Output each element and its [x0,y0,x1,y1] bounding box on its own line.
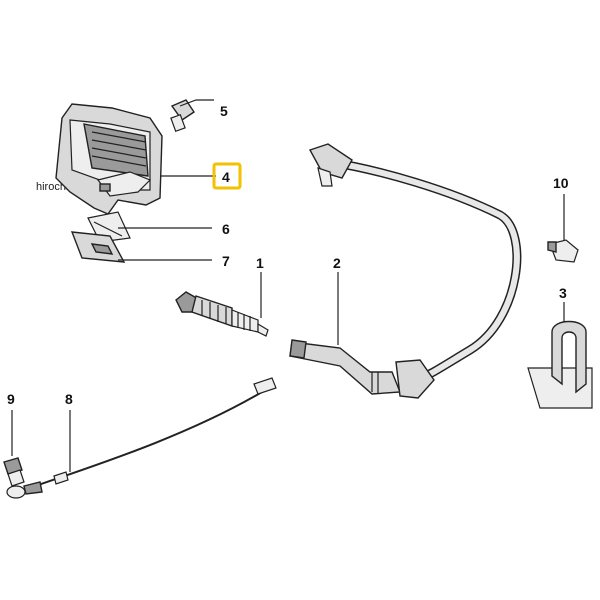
screw-part-9 [3,457,25,487]
callout-3: 3 [559,285,567,301]
bracket-part-7 [70,231,126,263]
callout-1: 1 [256,255,264,271]
callout-6: 6 [222,221,230,237]
bolt-part-5 [170,99,195,133]
callout-4-highlight [212,162,242,190]
callout-10: 10 [553,175,569,191]
callout-4: 4 [222,169,230,185]
ignition-lead-part-2 [289,143,522,399]
callout-2: 2 [333,255,341,271]
callout-9: 9 [7,391,15,407]
leader-line-5 [179,99,214,107]
holder-part-3 [527,320,593,409]
ground-cable-part-8 [6,377,277,499]
clip-part-10 [547,239,579,263]
watermark-text: hirochi [36,181,68,193]
ignition-coil-part [55,103,163,215]
callout-5: 5 [220,103,228,119]
callout-7: 7 [222,253,230,269]
callout-8: 8 [65,391,73,407]
spark-plug-part-1 [175,291,269,337]
